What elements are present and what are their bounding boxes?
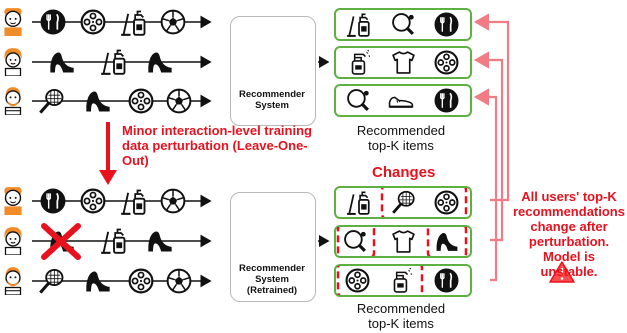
dining-icon <box>434 88 459 113</box>
cleaning-spray-icon <box>120 10 146 36</box>
warning-triangle-icon <box>549 261 575 283</box>
retrained-system-box <box>230 192 316 302</box>
person-curly-hair-icon <box>3 47 23 76</box>
tshirt-icon <box>392 230 415 253</box>
recommender-system-label: Recommender System <box>239 89 305 111</box>
soccer-ball-icon <box>166 88 192 114</box>
film-reel-icon <box>128 268 154 294</box>
changes-label: Changes <box>372 164 436 181</box>
film-reel-icon <box>128 88 154 114</box>
removed-cross-icon <box>41 223 81 260</box>
top-recommended-caption: Recommended top-K items <box>356 123 446 153</box>
person-headband-icon <box>3 7 23 36</box>
bottom-rec-box-1 <box>334 183 472 221</box>
dining-icon <box>40 188 66 214</box>
bottom-recommended-caption: Recommended top-K items <box>356 301 446 331</box>
perturbation-label: Minor interaction-level training data pe… <box>122 123 312 168</box>
ping-pong-icon <box>343 229 368 253</box>
sneaker-icon <box>387 95 415 109</box>
person-bearded-icon <box>4 266 22 295</box>
person-headband-icon <box>3 186 23 215</box>
spray-bottle-icon <box>393 267 413 293</box>
spray-bottle-icon <box>351 49 371 75</box>
dining-icon <box>434 12 459 37</box>
bottom-rec-box-2 <box>334 222 472 260</box>
ping-pong-icon <box>391 12 416 36</box>
film-reel-icon <box>345 268 370 293</box>
cleaning-spray-icon <box>346 13 370 37</box>
tennis-racket-icon <box>391 190 416 215</box>
cleaning-spray-icon <box>120 189 146 215</box>
person-curly-hair-icon <box>3 226 23 255</box>
film-reel-icon <box>434 50 459 75</box>
retrained-system-label: Recommender System (Retrained) <box>239 263 305 296</box>
soccer-ball-icon <box>160 9 186 35</box>
recommender-system-box <box>230 16 316 126</box>
comparison-links <box>473 13 510 282</box>
conclusion-text: All users' top-K recommendations change … <box>513 189 625 279</box>
high-heel-shoe-icon <box>436 232 458 251</box>
top-rec-box-3 <box>334 84 472 117</box>
top-rec-box-2 <box>334 46 472 79</box>
bottom-interaction-icons <box>38 188 192 295</box>
perturbation-arrow <box>99 122 117 185</box>
dining-icon <box>434 268 459 293</box>
soccer-ball-icon <box>166 268 192 294</box>
top-interaction-icons <box>38 9 192 115</box>
top-rec-box-1 <box>334 8 472 41</box>
film-reel-icon <box>434 190 459 215</box>
film-reel-icon <box>80 9 106 35</box>
bottom-rec-box-3 <box>334 261 472 299</box>
cleaning-spray-icon <box>346 191 370 215</box>
ping-pong-icon <box>346 88 371 112</box>
film-reel-icon <box>80 188 106 214</box>
dining-icon <box>40 9 66 35</box>
soccer-ball-icon <box>160 188 186 214</box>
person-bearded-icon <box>4 86 22 115</box>
tshirt-icon <box>392 51 415 74</box>
